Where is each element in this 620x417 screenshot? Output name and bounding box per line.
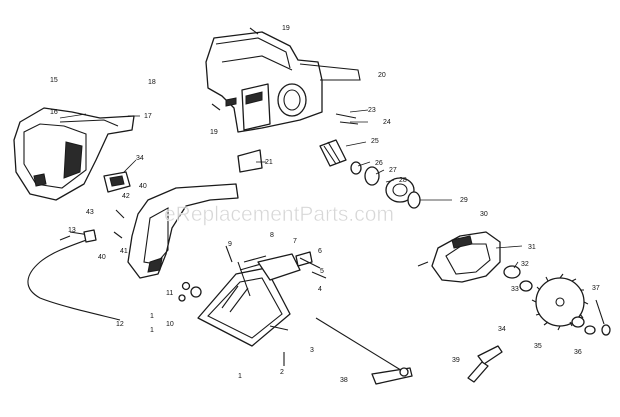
label-29: 29 [460, 197, 468, 204]
label-37: 37 [592, 285, 600, 292]
power-cord [27, 229, 121, 321]
washer-32 [503, 265, 521, 279]
label-6: 6 [318, 248, 322, 255]
blade-wrench [467, 345, 503, 383]
label-30: 30 [480, 211, 488, 218]
label-11: 11 [166, 290, 173, 297]
part-labels: 19 15 18 20 16 17 23 19 24 25 21 34 26 2… [50, 25, 600, 384]
label-19-bottom: 19 [210, 129, 218, 136]
label-27: 27 [389, 167, 397, 174]
leader-lines [59, 109, 523, 269]
motor-housing [205, 31, 361, 133]
label-43: 43 [86, 209, 94, 216]
label-5: 5 [320, 268, 324, 275]
label-8: 8 [270, 232, 274, 239]
label-19-top: 19 [282, 25, 290, 32]
label-1-bottom: 1 [238, 373, 242, 380]
rip-fence [315, 317, 413, 385]
label-1-left: 1 [150, 313, 154, 320]
label-16: 16 [50, 109, 58, 116]
label-1-mid: 1 [150, 327, 154, 334]
label-42: 42 [122, 193, 130, 200]
label-18: 18 [148, 79, 156, 86]
watermark: eReplacementParts.com [164, 203, 394, 226]
label-40-top: 40 [139, 183, 147, 190]
label-40-bottom: 40 [98, 254, 106, 261]
label-7: 7 [293, 238, 297, 245]
label-12: 12 [116, 321, 124, 328]
label-39: 39 [452, 357, 460, 364]
label-32: 32 [521, 261, 529, 268]
misc-screws [59, 27, 285, 366]
label-26: 26 [375, 160, 383, 167]
label-13: 13 [68, 227, 76, 234]
blade-collar-33 [519, 280, 533, 292]
lower-blade-guard [417, 231, 501, 283]
label-24: 24 [383, 119, 391, 126]
base-plate [197, 253, 301, 347]
label-4: 4 [318, 286, 322, 293]
label-36: 36 [574, 349, 582, 356]
label-2: 2 [280, 369, 284, 376]
name-plate [237, 149, 263, 173]
handle [127, 183, 239, 279]
saw-blade [531, 273, 589, 331]
spindle-assembly [319, 113, 421, 209]
upper-blade-guard [13, 107, 135, 201]
label-20: 20 [378, 72, 386, 79]
label-33: 33 [511, 286, 519, 293]
label-17: 17 [144, 113, 152, 120]
label-28: 28 [399, 177, 407, 184]
label-34-blade: 34 [498, 326, 506, 333]
label-35: 35 [534, 343, 542, 350]
label-21: 21 [265, 159, 273, 166]
label-31: 31 [528, 244, 536, 251]
switch-assembly [103, 171, 131, 193]
label-3: 3 [310, 347, 314, 354]
label-9: 9 [228, 241, 232, 248]
label-25: 25 [371, 138, 379, 145]
label-15: 15 [50, 77, 58, 84]
blade-bolt-hardware [571, 299, 611, 336]
label-34-switch: 34 [136, 155, 144, 162]
depth-adjust-hardware [295, 251, 327, 279]
label-10: 10 [166, 321, 174, 328]
label-41: 41 [120, 248, 128, 255]
label-38: 38 [340, 377, 348, 384]
label-23: 23 [368, 107, 376, 114]
